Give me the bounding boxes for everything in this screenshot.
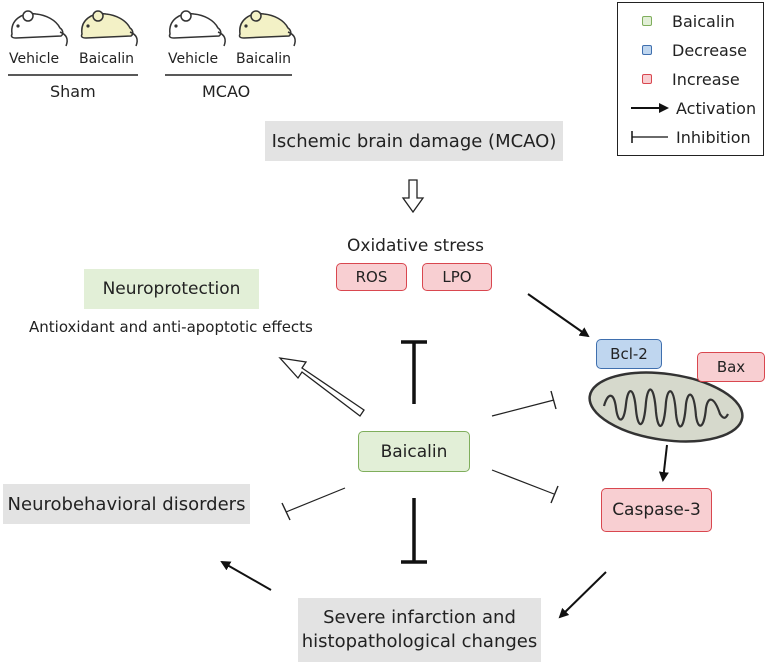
caspase3-box: Caspase-3	[601, 488, 712, 532]
legend-item-increase: Increase	[618, 68, 740, 90]
infarction-box: Severe infarction and histopathological …	[298, 598, 541, 662]
legend-item-activation: Activation	[618, 97, 756, 119]
hollow-arrow-to-neuroprotection-icon	[278, 357, 365, 417]
infarction-line-1: Severe infarction and	[323, 607, 516, 628]
sham-vehicle-label: Vehicle	[9, 51, 60, 67]
mcao-vehicle-label: Vehicle	[168, 51, 219, 67]
ros-badge: ROS	[336, 263, 407, 291]
arrow-oxidative-to-mito	[527, 293, 590, 338]
neurobehavioral-box: Neurobehavioral disorders	[3, 484, 250, 524]
legend-swatch-baicalin	[642, 16, 652, 26]
mcao-group-label: MCAO	[202, 82, 251, 101]
mcao-baicalin-label: Baicalin	[236, 51, 292, 67]
infarction-line-2: histopathological changes	[301, 631, 538, 652]
activation-arrow-icon	[631, 103, 669, 113]
sham-baicalin-label: Baicalin	[79, 51, 135, 67]
sham-group-label: Sham	[50, 82, 96, 101]
legend-item-baicalin: Baicalin	[618, 10, 735, 32]
mouse-icon-mcao-baicalin	[238, 10, 296, 47]
inhibition-baicalin-to-caspase	[491, 469, 559, 504]
arrow-infarction-to-neurobehavioral	[220, 561, 272, 591]
neuroprotection-box: Neuroprotection	[84, 269, 259, 309]
inhibition-baicalin-to-oxidative	[401, 340, 427, 404]
legend-label-decrease: Decrease	[672, 40, 748, 60]
bax-badge: Bax	[697, 352, 765, 382]
mouse-icon-mcao-vehicle	[168, 10, 226, 47]
inhibition-baicalin-to-infarction	[401, 498, 427, 564]
arrow-mito-to-caspase	[658, 444, 669, 482]
arrow-caspase-to-infarction	[558, 571, 607, 619]
legend-swatch-increase	[642, 74, 652, 84]
legend-item-decrease: Decrease	[618, 39, 747, 61]
inhibition-baicalin-to-mito	[491, 390, 557, 417]
bcl2-badge: Bcl-2	[596, 339, 662, 369]
neuroprotection-subtitle: Antioxidant and anti-apoptotic effects	[29, 318, 313, 336]
hollow-down-arrow-icon	[401, 179, 425, 214]
inhibition-icon	[631, 131, 668, 143]
legend-label-baicalin: Baicalin	[672, 11, 735, 31]
ischemic-damage-box: Ischemic brain damage (MCAO)	[265, 121, 563, 161]
legend-label-increase: Increase	[672, 69, 740, 89]
legend-label-activation: Activation	[676, 98, 757, 118]
oxidative-stress-label: Oxidative stress	[347, 236, 484, 256]
legend: Baicalin Decrease Increase Activation In…	[617, 2, 764, 156]
legend-label-inhibition: Inhibition	[676, 127, 751, 147]
lpo-badge: LPO	[422, 263, 492, 291]
baicalin-center-box: Baicalin	[358, 431, 470, 472]
inhibition-baicalin-to-neurobehavioral	[281, 487, 346, 521]
legend-swatch-decrease	[642, 45, 652, 55]
legend-item-inhibition: Inhibition	[618, 126, 751, 148]
mouse-icon-sham-vehicle	[10, 10, 68, 47]
mouse-icon-sham-baicalin	[80, 10, 138, 47]
mitochondrion-icon	[588, 371, 744, 443]
